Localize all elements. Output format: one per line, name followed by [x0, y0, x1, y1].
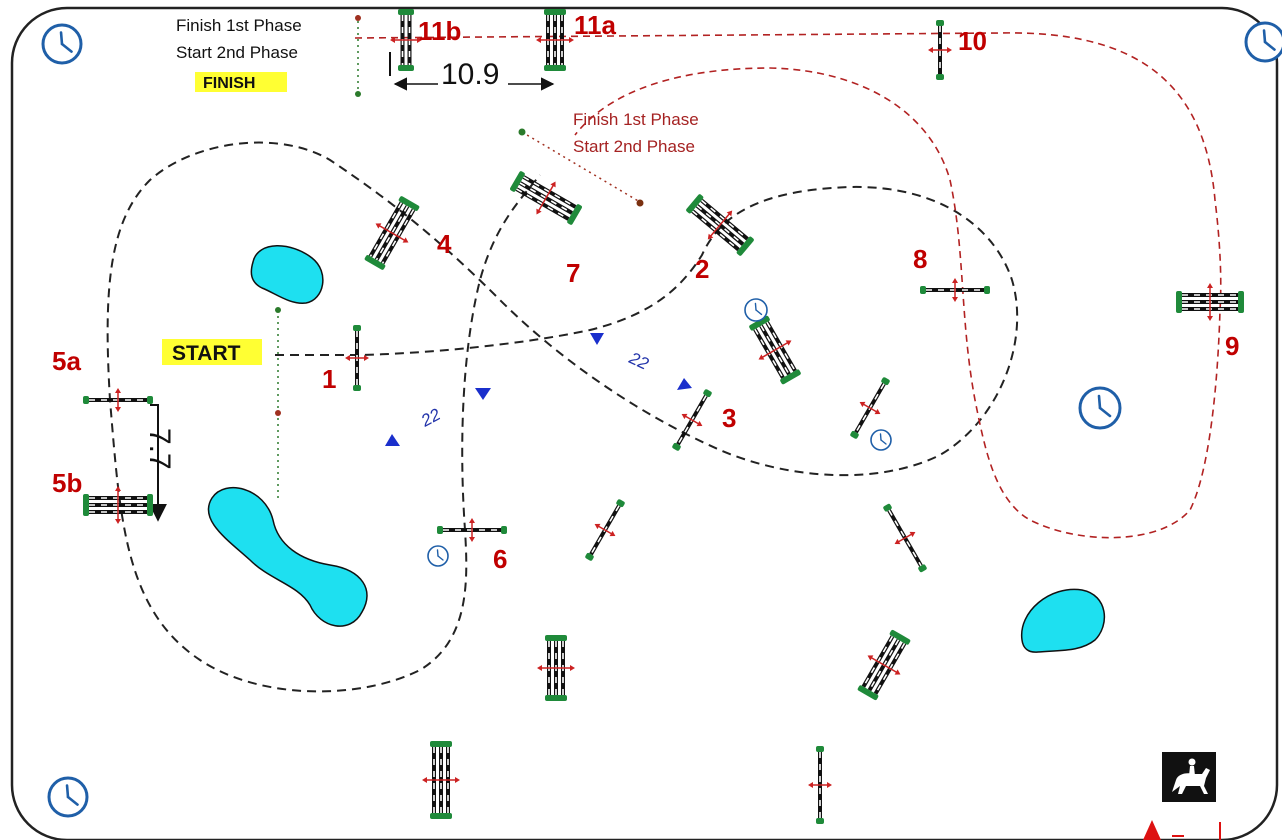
- clock-icon-bottom-left: [47, 776, 89, 818]
- distance-10-9: 10.9: [389, 52, 555, 91]
- arena-border: [10, 6, 1279, 840]
- clock-icon-right: [1078, 386, 1122, 430]
- fence-extra-h: [808, 746, 832, 824]
- finish-1st-phase-label-mid: Finish 1st Phase: [573, 110, 699, 129]
- fence-5a: [83, 388, 153, 412]
- obstacle-label-3: 3: [722, 403, 736, 433]
- start-finish-lines: [277, 15, 646, 500]
- north-arrow-icon: [1143, 820, 1221, 840]
- obstacle-label-7: 7: [566, 258, 580, 288]
- fence-extra-a: [749, 315, 801, 385]
- obstacle-label-11b: 11b: [418, 16, 461, 46]
- obstacle-label-5b: 5b: [52, 468, 82, 498]
- clock-icon-center: [744, 298, 768, 322]
- start-2nd-phase-label-top: Start 2nd Phase: [176, 43, 298, 62]
- clock-icon-top-right: [1244, 21, 1282, 63]
- obstacle-label-6: 6: [493, 544, 507, 574]
- fence-7: [510, 171, 582, 225]
- clocks: [41, 21, 1282, 818]
- fence-9: [1176, 283, 1244, 321]
- obstacle-labels: 1 2 3 4 5a 5b 6 7 8 9 10 11a 11b: [52, 10, 1239, 574]
- water-pond-left: [207, 487, 368, 627]
- water-pond-top: [250, 245, 324, 304]
- obstacle-label-5a: 5a: [52, 346, 81, 376]
- clock-icon-center-right: [870, 429, 892, 451]
- fence-11b: [390, 9, 422, 71]
- fence-6: [437, 518, 507, 542]
- start-tag-label: START: [172, 342, 241, 365]
- clock-icon-fence-6: [427, 545, 449, 567]
- distance-7-7: 7.7: [143, 404, 176, 522]
- fence-extra-e: [857, 629, 911, 701]
- start-2nd-phase-label-mid: Start 2nd Phase: [573, 137, 695, 156]
- fence-3: [672, 389, 712, 451]
- obstacle-label-4: 4: [437, 229, 452, 259]
- direction-arrows: [385, 333, 692, 446]
- second-phase-track: [354, 32, 1222, 539]
- horse-rider-icon: [1162, 752, 1216, 802]
- fence-extra-c: [585, 499, 625, 561]
- obstacle-label-1: 1: [322, 364, 336, 394]
- fence-extra-g: [422, 741, 460, 819]
- fence-extra-d: [883, 503, 927, 573]
- obstacle-label-10: 10: [958, 26, 987, 56]
- fence-11a: [536, 9, 574, 71]
- first-phase-track: [106, 141, 1019, 693]
- fence-4: [364, 196, 420, 270]
- obstacle-label-11a: 11a: [574, 10, 616, 40]
- start-tag: START: [162, 339, 262, 365]
- fences: [83, 9, 1244, 824]
- clock-icon-top-left: [41, 23, 83, 65]
- water-pond-right: [1021, 588, 1106, 653]
- fence-5b: [83, 486, 153, 524]
- distance-7-7-label: 7.7: [143, 428, 176, 470]
- finish-tag-label: FINISH: [203, 75, 255, 92]
- fence-10: [928, 20, 952, 80]
- fence-extra-b: [850, 377, 890, 439]
- fence-2: [686, 194, 754, 256]
- obstacle-label-9: 9: [1225, 331, 1239, 361]
- distance-10-9-label: 10.9: [441, 58, 499, 91]
- fence-1: [345, 325, 369, 391]
- obstacle-label-8: 8: [913, 244, 927, 274]
- finish-1st-phase-label-top: Finish 1st Phase: [176, 16, 302, 35]
- finish-tag: FINISH: [195, 72, 287, 92]
- obstacle-label-2: 2: [695, 254, 709, 284]
- start-finish-markers: [275, 15, 644, 416]
- fence-8: [920, 278, 990, 302]
- fence-extra-f: [537, 635, 575, 701]
